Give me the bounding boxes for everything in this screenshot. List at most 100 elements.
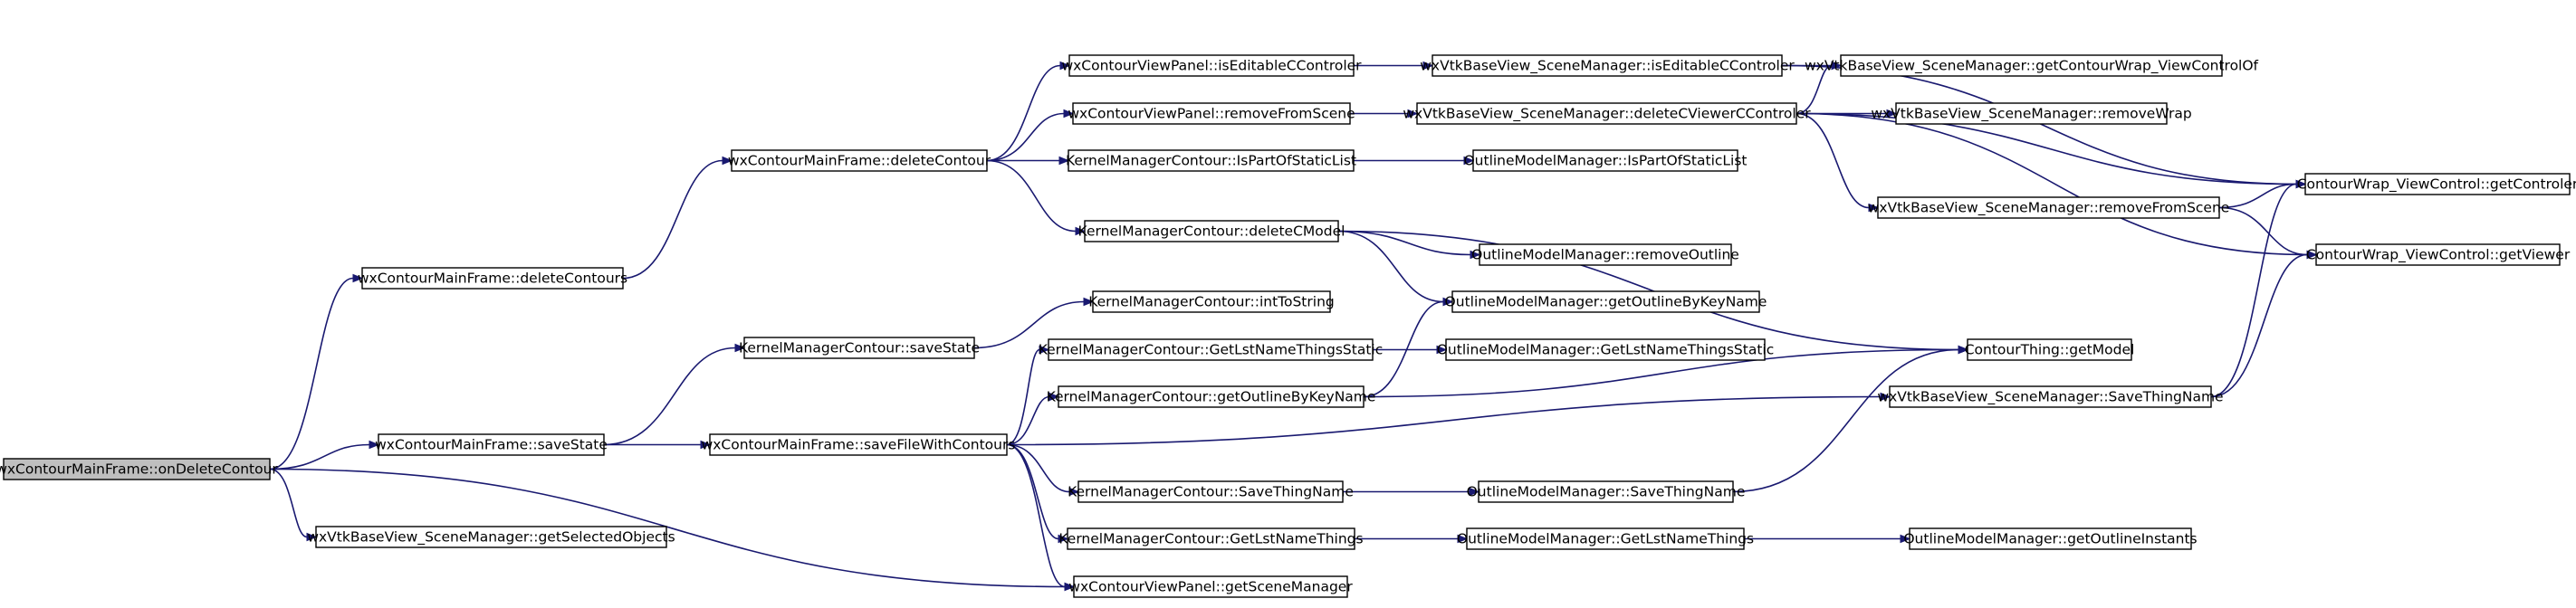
- node-getModel[interactable]: ContourThing::getModel: [1965, 338, 2135, 361]
- edge-line: [1796, 64, 1833, 115]
- edge-arrowhead: [1068, 487, 1080, 497]
- node-label: wxVtkBaseView_SceneManager::removeFromSc…: [1868, 200, 2230, 217]
- edge-line: [1337, 230, 1471, 256]
- edge-arrowhead: [1075, 226, 1087, 236]
- edge-deleteContour-to-IsPartOfStaticList_km: [987, 156, 1070, 166]
- node-removeOutline[interactable]: OutlineModelManager::removeOutline: [1471, 243, 1739, 266]
- edge-onDeleteContour-to-getSelectedObjects: [269, 468, 318, 542]
- node-box: [1478, 480, 1734, 503]
- node-saveState_km[interactable]: KernelManagerContour::saveState: [739, 337, 980, 359]
- node-removeFromScene_sm[interactable]: wxVtkBaseView_SceneManager::removeFromSc…: [1868, 196, 2230, 219]
- edge-arrowhead: [369, 440, 380, 450]
- edge-line: [603, 347, 736, 446]
- node-getOutlineByKeyName_km[interactable]: KernelManagerContour::getOutlineByKeyNam…: [1047, 385, 1376, 408]
- node-label: ContourWrap_ViewControl::getControler: [2297, 176, 2576, 194]
- edge-arrowhead: [722, 156, 733, 166]
- node-deleteContour[interactable]: wxContourMainFrame::deleteContour: [728, 149, 991, 172]
- node-GetLstNameThings_om[interactable]: OutlineModelManager::GetLstNameThings: [1457, 527, 1754, 550]
- node-box: [731, 149, 988, 172]
- node-deleteCModel[interactable]: KernelManagerContour::deleteCModel: [1078, 220, 1345, 242]
- node-label: KernelManagerContour::deleteCModel: [1078, 223, 1345, 240]
- edge-arrowhead: [1442, 297, 1454, 307]
- node-label: KernelManagerContour::intToString: [1088, 294, 1334, 310]
- node-getSelectedObjects[interactable]: wxVtkBaseView_SceneManager::getSelectedO…: [307, 526, 675, 548]
- edge-line: [1363, 300, 1444, 398]
- node-getOutlineInstants[interactable]: OutlineModelManager::getOutlineInstants: [1903, 527, 2198, 550]
- node-box: [1889, 385, 2212, 408]
- node-label: KernelManagerContour::GetLstNameThingsSt…: [1039, 342, 1384, 358]
- node-label: KernelManagerContour::saveState: [739, 340, 980, 356]
- edge-GetLstNameThings_km-to-GetLstNameThings_om: [1354, 534, 1469, 544]
- node-getSceneManager[interactable]: wxContourViewPanel::getSceneManager: [1068, 575, 1353, 598]
- node-deleteCViewerCControler[interactable]: wxVtkBaseView_SceneManager::deleteCViewe…: [1403, 102, 1811, 125]
- node-GetLstNameThingsStatic_om[interactable]: OutlineModelManager::GetLstNameThingsSta…: [1437, 338, 1775, 361]
- node-box: [378, 433, 605, 456]
- node-GetLstNameThingsStatic_km[interactable]: KernelManagerContour::GetLstNameThingsSt…: [1039, 338, 1384, 361]
- node-IsPartOfStaticList_om[interactable]: OutlineModelManager::IsPartOfStaticList: [1463, 149, 1748, 172]
- node-saveState_mf[interactable]: wxContourMainFrame::saveState: [375, 433, 608, 456]
- edge-line: [269, 468, 308, 538]
- edge-line: [1796, 112, 2297, 185]
- node-IsPartOfStaticList_km[interactable]: KernelManagerContour::IsPartOfStaticList: [1066, 149, 1356, 172]
- node-label: wxVtkBaseView_SceneManager::deleteCViewe…: [1403, 106, 1811, 123]
- edge-arrowhead: [700, 440, 712, 450]
- node-box: [1895, 102, 2168, 125]
- edge-onDeleteContour-to-saveState_mf: [269, 440, 380, 470]
- edge-arrowhead: [1407, 109, 1419, 119]
- edge-arrowhead: [1880, 392, 1891, 402]
- node-getContourWrap_ViewControlOf[interactable]: wxVtkBaseView_SceneManager::getContourWr…: [1805, 54, 2259, 77]
- edge-arrowhead: [1463, 156, 1475, 166]
- node-box: [1048, 338, 1374, 361]
- edge-arrowhead: [1049, 392, 1060, 402]
- edge-deleteCViewerCControler-to-removeFromScene_sm: [1796, 112, 1880, 213]
- node-SaveThingName_km[interactable]: KernelManagerContour::SaveThingName: [1068, 480, 1354, 503]
- node-box: [1451, 290, 1760, 313]
- edge-arrowhead: [1059, 61, 1071, 71]
- edge-saveFileWithContours-to-getOutlineByKeyName_km: [1006, 392, 1060, 446]
- node-SaveThingName_sm[interactable]: wxVtkBaseView_SceneManager::SaveThingNam…: [1877, 385, 2224, 408]
- edge-line: [622, 159, 723, 280]
- edge-line: [2210, 183, 2297, 398]
- node-label: ContourThing::getModel: [1965, 342, 2135, 358]
- edge-line: [2210, 253, 2308, 398]
- edge-arrowhead: [2306, 250, 2318, 260]
- node-isEditableCControler_vp[interactable]: wxContourViewPanel::isEditableCControler: [1061, 54, 1362, 77]
- node-SaveThingName_om[interactable]: OutlineModelManager::SaveThingName: [1467, 480, 1746, 503]
- node-getViewer[interactable]: ContourWrap_ViewControl::getViewer: [2306, 243, 2571, 266]
- edge-line: [2218, 183, 2297, 209]
- node-box: [1432, 54, 1783, 77]
- node-box: [1068, 149, 1355, 172]
- edge-deleteCModel-to-removeOutline: [1337, 230, 1481, 260]
- edge-SaveThingName_sm-to-getViewer: [2210, 250, 2318, 398]
- node-box: [1466, 527, 1745, 550]
- node-saveFileWithContours[interactable]: wxContourMainFrame::saveFileWithContours: [702, 433, 1016, 456]
- node-getControler[interactable]: ContourWrap_ViewControl::getControler: [2297, 173, 2576, 195]
- node-intToString[interactable]: KernelManagerContour::intToString: [1088, 290, 1335, 313]
- node-label: wxContourViewPanel::removeFromScene: [1068, 106, 1355, 122]
- node-box: [1445, 338, 1766, 361]
- edge-saveFileWithContours-to-SaveThingName_sm: [1006, 392, 1891, 446]
- node-label: wxContourMainFrame::saveFileWithContours: [702, 437, 1016, 453]
- node-label: wxContourMainFrame::deleteContours: [358, 271, 627, 287]
- edge-saveState_mf-to-saveFileWithContours: [604, 440, 712, 450]
- node-box: [2304, 173, 2571, 195]
- edge-arrowhead: [1436, 345, 1448, 355]
- node-removeFromScene_vp[interactable]: wxContourViewPanel::removeFromScene: [1068, 102, 1355, 125]
- node-onDeleteContour[interactable]: wxContourMainFrame::onDeleteContour: [0, 458, 278, 480]
- node-label: wxVtkBaseView_SceneManager::removeWrap: [1871, 106, 2191, 123]
- node-isEditableCControler_sm[interactable]: wxVtkBaseView_SceneManager::isEditableCC…: [1420, 54, 1795, 77]
- node-label: wxContourMainFrame::saveState: [375, 437, 608, 453]
- edge-saveFileWithContours-to-GetLstNameThings_km: [1006, 443, 1069, 544]
- node-label: wxContourViewPanel::getSceneManager: [1068, 579, 1353, 595]
- node-label: KernelManagerContour::GetLstNameThings: [1058, 531, 1363, 547]
- node-box: [1084, 220, 1339, 242]
- node-label: wxVtkBaseView_SceneManager::isEditableCC…: [1420, 58, 1795, 75]
- edge-arrowhead: [1469, 487, 1480, 497]
- node-deleteContours[interactable]: wxContourMainFrame::deleteContours: [358, 267, 627, 290]
- node-box: [315, 526, 667, 548]
- node-GetLstNameThings_km[interactable]: KernelManagerContour::GetLstNameThings: [1058, 527, 1364, 550]
- node-box: [1877, 196, 2220, 219]
- node-removeWrap[interactable]: wxVtkBaseView_SceneManager::removeWrap: [1871, 102, 2192, 125]
- node-getOutlineByKeyName_om[interactable]: OutlineModelManager::getOutlineByKeyName: [1445, 290, 1767, 313]
- node-label: wxVtkBaseView_SceneManager::SaveThingNam…: [1877, 389, 2223, 406]
